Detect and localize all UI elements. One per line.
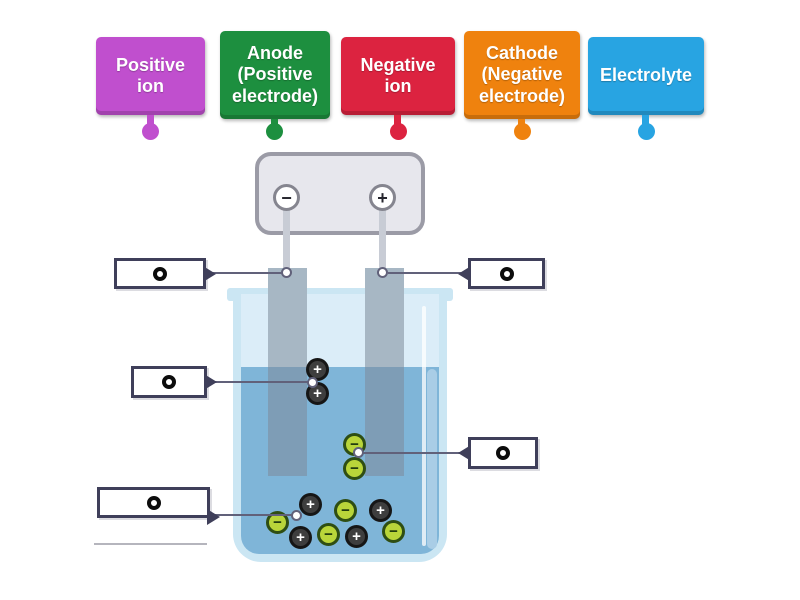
negative-ion: − xyxy=(266,511,289,534)
word-tile-negative-ion[interactable]: Negative ion xyxy=(341,37,455,115)
word-tile-anode[interactable]: Anode (Positive electrode) xyxy=(220,31,330,119)
positive-ion: + xyxy=(299,493,322,516)
wire-left xyxy=(283,208,290,273)
word-tile-electrolyte[interactable]: Electrolyte xyxy=(588,37,704,115)
negative-ion: − xyxy=(343,457,366,480)
tile-pin-stem xyxy=(147,115,154,128)
slot-pointer xyxy=(204,374,217,390)
tile-pin-dot xyxy=(638,123,655,140)
word-tile-positive-ion[interactable]: Positive ion xyxy=(96,37,205,115)
battery-positive-terminal: + xyxy=(369,184,396,211)
tile-pin-dot xyxy=(390,123,407,140)
tile-pin-dot xyxy=(266,123,283,140)
positive-ion: + xyxy=(369,499,392,522)
tile-pin-dot xyxy=(514,123,531,140)
electrode-left xyxy=(268,268,307,476)
answer-slot-right-electrode[interactable] xyxy=(458,258,545,289)
slot-placeholder-ring xyxy=(162,375,176,389)
answer-slot-negative-ions[interactable] xyxy=(458,437,538,469)
connector-line xyxy=(212,272,284,274)
negative-ion: − xyxy=(382,520,405,543)
anchor-dot-positive-ions xyxy=(307,377,318,388)
negative-ion: − xyxy=(334,499,357,522)
slot-pointer xyxy=(458,265,471,282)
connector-line xyxy=(388,272,468,274)
anchor-dot-negative-ions xyxy=(353,447,364,458)
tile-pin-stem xyxy=(642,115,649,128)
wire-right xyxy=(379,208,386,273)
answer-slot-left-electrode[interactable] xyxy=(114,258,216,289)
slot-placeholder-ring xyxy=(153,266,167,281)
tile-pin-stem xyxy=(394,115,401,128)
anchor-dot-solution xyxy=(291,510,302,521)
glass-highlight xyxy=(422,306,426,546)
positive-ion: + xyxy=(289,526,312,549)
negative-ion: − xyxy=(317,523,340,546)
answer-slot-positive-ions[interactable] xyxy=(131,366,217,398)
tile-pin-dot xyxy=(142,123,159,140)
slot-placeholder-ring xyxy=(496,446,510,460)
slot-placeholder-ring xyxy=(146,495,161,510)
connector-line xyxy=(212,381,312,383)
word-tile-cathode[interactable]: Cathode (Negative electrode) xyxy=(464,31,580,119)
connector-line xyxy=(362,452,468,454)
divider-line xyxy=(94,543,207,545)
battery-negative-terminal: − xyxy=(273,184,300,211)
anchor-dot-right-electrode xyxy=(377,267,388,278)
slot-placeholder-ring xyxy=(499,266,514,281)
connector-line xyxy=(214,514,296,516)
slot-pointer xyxy=(203,265,216,282)
answer-slot-solution[interactable] xyxy=(97,487,220,525)
water-highlight xyxy=(427,369,437,549)
slot-pointer xyxy=(207,509,220,525)
anchor-dot-left-electrode xyxy=(281,267,292,278)
positive-ion: + xyxy=(345,525,368,548)
electrode-right xyxy=(365,268,404,476)
slot-pointer xyxy=(458,445,471,461)
